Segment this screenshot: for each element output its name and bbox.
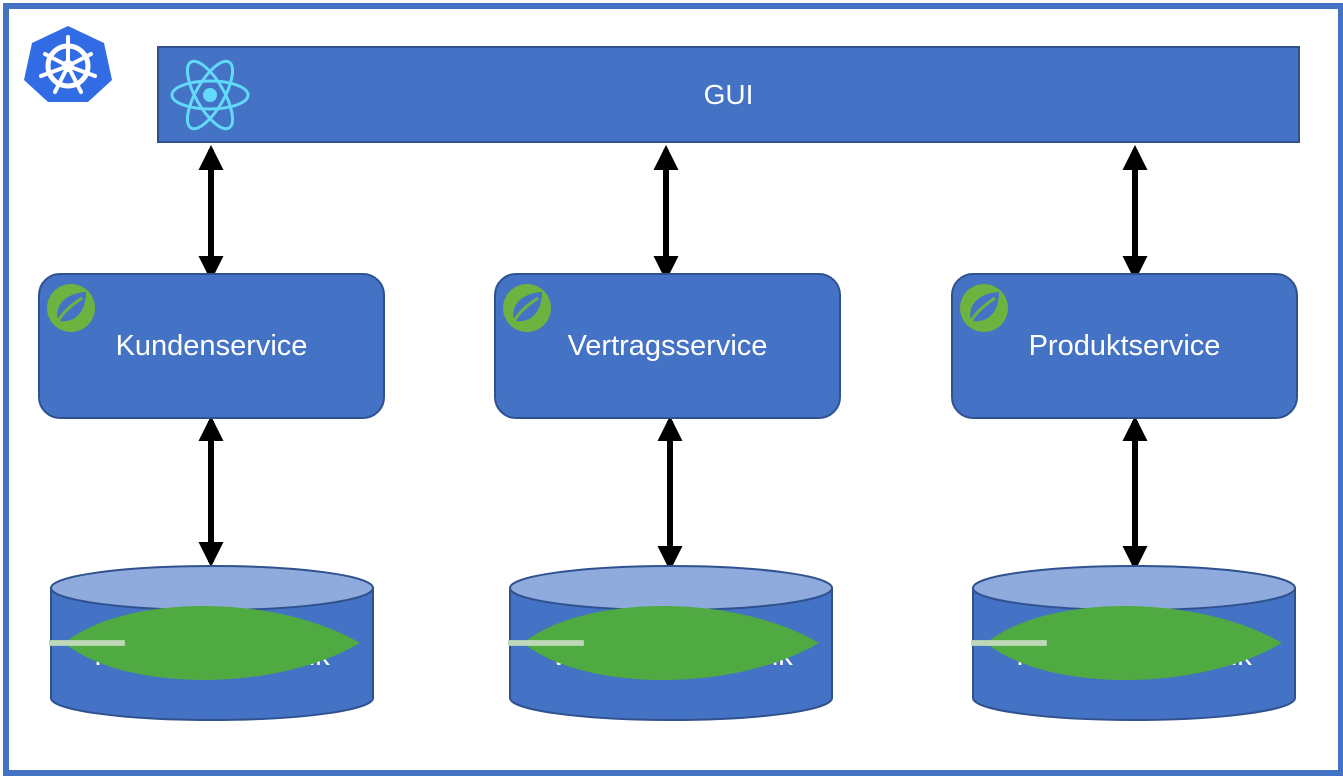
kubernetes-icon xyxy=(24,26,112,102)
database-vertragsdatenbank: Vertragsdatenbank xyxy=(508,564,834,722)
database-kundendatenbank: Kundendatenbank xyxy=(49,564,375,722)
service-box-kundenservice: Kundenservice xyxy=(38,273,385,419)
service-label: Kundenservice xyxy=(115,329,308,362)
spring-icon xyxy=(503,284,551,332)
spring-icon xyxy=(960,284,1008,332)
react-icon xyxy=(170,59,250,131)
database-produktdatenbank: Produktdatenbank xyxy=(971,564,1297,722)
gui-box: GUI xyxy=(157,46,1300,143)
mongodb-leaf-icon xyxy=(971,606,1282,680)
service-label: Produktservice xyxy=(1028,329,1221,362)
gui-label: GUI xyxy=(703,78,754,110)
spring-icon xyxy=(47,284,95,332)
mongodb-leaf-icon xyxy=(49,606,360,680)
diagram-frame xyxy=(3,3,1343,776)
service-box-vertragsservice: Vertragsservice xyxy=(494,273,841,419)
service-box-produktservice: Produktservice xyxy=(951,273,1298,419)
mongodb-leaf-icon xyxy=(508,606,819,680)
service-label: Vertragsservice xyxy=(567,329,768,362)
